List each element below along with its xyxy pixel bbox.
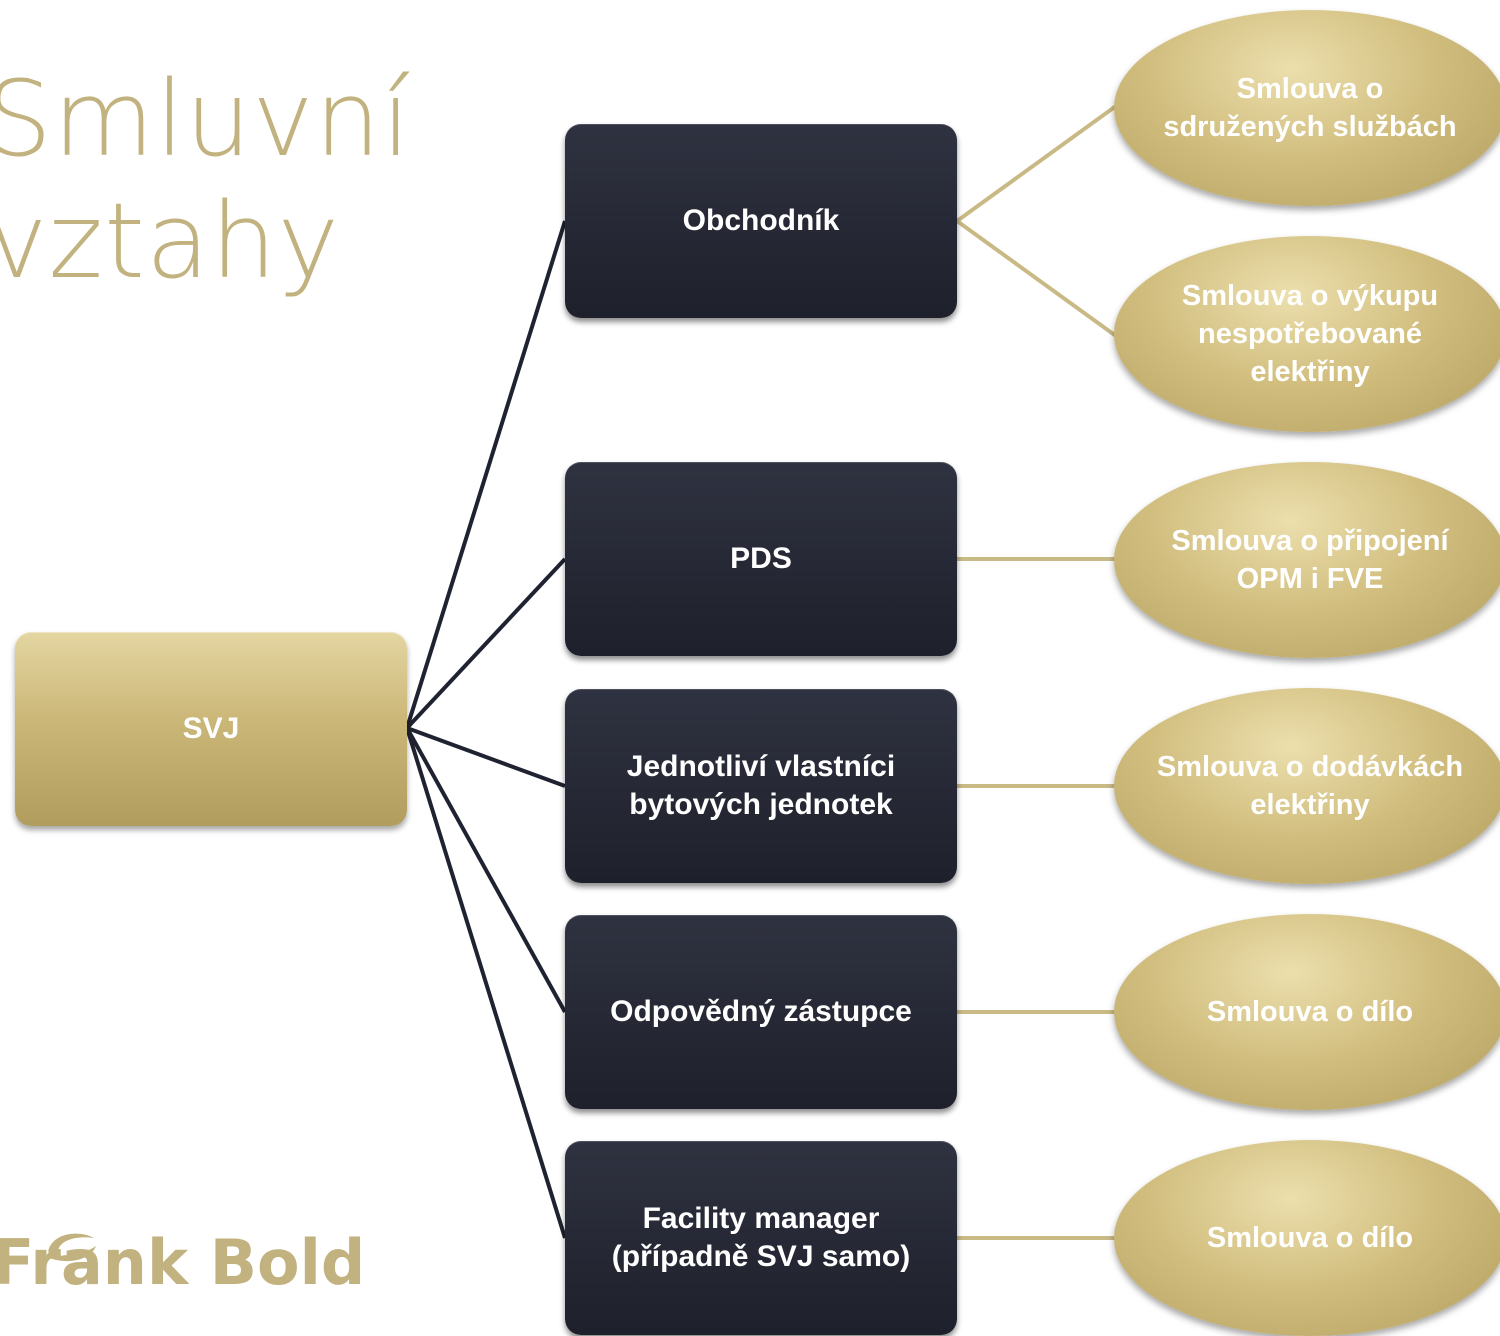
party-node-obchodnik: Obchodník xyxy=(565,124,957,318)
party-label: Facility manager (případně SVJ samo) xyxy=(611,1202,911,1273)
contract-node-dilo-1: Smlouva o dílo xyxy=(1114,914,1500,1110)
party-node-zastupce: Odpovědný zástupce xyxy=(565,915,957,1109)
link-svj-pds xyxy=(405,557,567,730)
contract-label: Smlouva o dílo xyxy=(1206,1222,1414,1254)
brand-logo: Frank Bold xyxy=(0,1228,365,1298)
page-title: Smluvní vztahy xyxy=(0,58,412,302)
party-label: PDS xyxy=(730,542,792,575)
title-line-2: vztahy xyxy=(0,180,341,302)
party-label: Jednotliví vlastníci bytových jednotek xyxy=(626,750,896,821)
svj-node: SVJ xyxy=(15,632,407,826)
link-svj-vlastnici xyxy=(406,726,566,788)
party-label: Odpovědný zástupce xyxy=(610,995,912,1028)
link-obchodnik-sdruzene xyxy=(955,104,1118,223)
contract-label: Smlouva o výkupu nespotřebované elektřin… xyxy=(1181,280,1439,388)
link-svj-zastupce xyxy=(405,727,567,1013)
svj-label: SVJ xyxy=(182,712,240,745)
party-node-vlastnici: Jednotliví vlastníci bytových jednotek xyxy=(565,689,957,883)
contract-label: Smlouva o sdružených službách xyxy=(1163,73,1457,143)
title-line-1: Smluvní xyxy=(0,58,412,180)
party-node-facility: Facility manager (případně SVJ samo) xyxy=(565,1141,957,1335)
party-label: Obchodník xyxy=(682,204,840,237)
logo-icon xyxy=(48,1233,96,1262)
contract-label: Smlouva o dílo xyxy=(1206,996,1414,1028)
contract-node-dilo-2: Smlouva o dílo xyxy=(1114,1140,1500,1336)
contract-node-pripojeni: Smlouva o připojení OPM i FVE xyxy=(1114,462,1500,658)
contract-label: Smlouva o připojení OPM i FVE xyxy=(1171,525,1449,595)
link-svj-obchodnik xyxy=(405,220,567,729)
logo-text: Frank Bold xyxy=(0,1226,366,1299)
contract-node-dodavky: Smlouva o dodávkách elektřiny xyxy=(1114,688,1500,884)
contract-label: Smlouva o dodávkách elektřiny xyxy=(1156,751,1464,821)
link-svj-facility xyxy=(405,727,567,1239)
contract-node-vykup: Smlouva o výkupu nespotřebované elektřin… xyxy=(1114,236,1500,432)
party-node-pds: PDS xyxy=(565,462,957,656)
link-obchodnik-vykup xyxy=(955,219,1118,338)
contract-node-sdruzene: Smlouva o sdružených službách xyxy=(1114,10,1500,206)
